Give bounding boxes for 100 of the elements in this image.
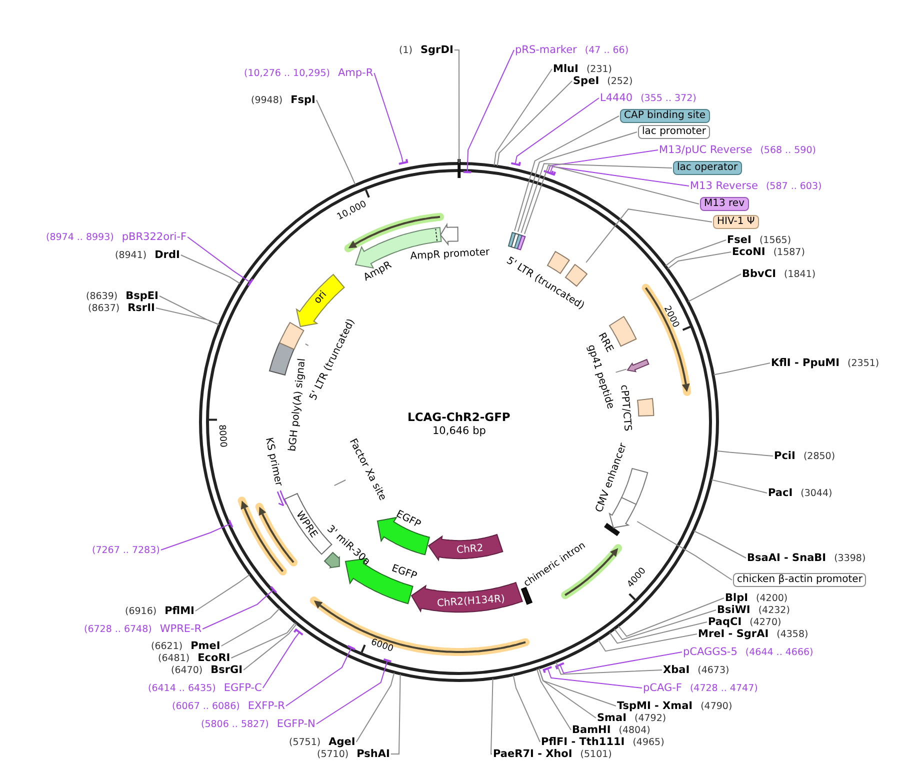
primer-label: L4440 (355 .. 372) xyxy=(600,92,696,104)
leader-line xyxy=(316,100,356,186)
leader-line xyxy=(711,479,768,494)
restriction-site-label: PciI (2850) xyxy=(774,450,836,462)
primer-label: (5806 .. 5827) EGFP-N xyxy=(201,718,316,730)
feature-label: bGH poly(A) signal xyxy=(287,358,309,452)
feature-label: KS primer xyxy=(262,436,284,487)
leader-line xyxy=(187,236,251,283)
feature-box xyxy=(268,341,296,377)
leader-line xyxy=(609,622,708,644)
leader-line xyxy=(202,589,274,630)
leader-line xyxy=(316,660,388,724)
restriction-site-label: (6621) PmeI xyxy=(151,640,220,652)
tick-label: 8000 xyxy=(216,424,228,448)
feature-label: EGFP xyxy=(394,508,422,531)
restriction-site-label: MreI - SgrAI (4358) xyxy=(698,628,808,640)
leader-line xyxy=(160,523,232,550)
leader-line xyxy=(536,668,572,730)
leader-line xyxy=(665,240,726,266)
leader-line xyxy=(636,521,732,580)
leader-line xyxy=(496,80,572,166)
restriction-site-label: PaeR7I - XhoI (5101) xyxy=(493,748,612,760)
restriction-site-label: BbvCI (1841) xyxy=(742,268,816,280)
restriction-site-label: PflFI - Tth111I (4965) xyxy=(541,736,664,748)
leader-line xyxy=(180,254,241,284)
leader-line xyxy=(550,166,690,186)
restriction-site-label: (5710) PshAI xyxy=(317,748,390,760)
leader-line xyxy=(466,50,514,173)
leader-line xyxy=(524,164,700,234)
feature-block: ChR2 xyxy=(426,533,504,562)
feature-tag: CAP binding site xyxy=(620,109,710,123)
leader-line xyxy=(517,132,638,232)
restriction-site-label: (5751) AgeI xyxy=(289,736,356,748)
restriction-site-label: (6916) PflMI xyxy=(125,605,194,617)
primer-label: M13 Reverse (587 .. 603) xyxy=(690,180,822,192)
leader-line xyxy=(716,450,774,456)
feature-tag: lac operator xyxy=(673,161,742,175)
tick-label: 2000 xyxy=(662,304,681,330)
restriction-site-label: PacI (3044) xyxy=(768,487,832,499)
feature-block xyxy=(438,222,460,246)
feature-tag: chicken β-actin promoter xyxy=(733,573,866,587)
feature-block: ChR2(H134R) xyxy=(410,580,524,614)
restriction-site-label: SmaI (4792) xyxy=(597,712,666,724)
primer-label: (6067 .. 6086) EXFP-R xyxy=(172,700,285,712)
restriction-site-label: EcoNI (1587) xyxy=(732,246,805,258)
feature-label: cPPT/CTS xyxy=(618,384,634,432)
leader-line xyxy=(490,678,494,754)
primer-label: (6728 .. 6748) WPRE-R xyxy=(84,623,202,635)
restriction-site-label: FseI (1565) xyxy=(727,234,792,246)
leader-line xyxy=(243,623,298,670)
primer-label: (10,276 .. 10,295) Amp-R xyxy=(244,67,374,79)
tick-label: 6000 xyxy=(370,638,395,655)
leader-line xyxy=(374,72,404,164)
leader-line xyxy=(159,296,220,326)
primer-label: pCAGGS-5 (4644 .. 4666) xyxy=(683,646,814,658)
primer-label: (6414 .. 6435) EGFP-C xyxy=(148,682,262,694)
feature-tag: M13 rev xyxy=(700,197,748,211)
feature-block: ori xyxy=(294,272,346,328)
primer-mark xyxy=(276,489,288,508)
leader-line xyxy=(356,672,395,742)
leader-line xyxy=(614,610,716,640)
leader-line xyxy=(538,668,596,718)
plasmid-size-label: 10,646 bp xyxy=(432,425,486,437)
restriction-site-label: BsiWI (4232) xyxy=(717,604,790,616)
restriction-site-label: MluI (231) xyxy=(553,63,612,75)
leader-line xyxy=(693,530,746,558)
leader-line xyxy=(556,662,662,675)
leader-line xyxy=(547,668,642,688)
leader-line xyxy=(512,674,540,742)
restriction-site-label: SpeI (252) xyxy=(573,75,633,87)
leader-line xyxy=(334,480,346,486)
feature-label: EGFP xyxy=(390,563,418,584)
leader-line xyxy=(586,208,712,263)
leader-line xyxy=(390,674,401,754)
feature-mark xyxy=(520,586,534,606)
feature-tag: HIV-1 Ψ xyxy=(713,215,759,229)
plasmid-title: LCAG-ChR2-GFP xyxy=(408,410,510,424)
feature-stripe xyxy=(516,234,527,252)
leader-line xyxy=(230,622,296,658)
primer-label: pCAG-F (4728 .. 4747) xyxy=(643,682,758,694)
restriction-site-label: TspMI - XmaI (4790) xyxy=(617,700,732,712)
leader-line xyxy=(713,362,770,376)
leader-line xyxy=(560,652,682,674)
feature-block xyxy=(626,358,651,374)
leader-line xyxy=(514,116,620,232)
leader-line xyxy=(618,598,724,637)
leader-line xyxy=(262,632,300,688)
feature-block xyxy=(608,496,638,530)
leader-line xyxy=(520,163,672,234)
restriction-site-label: (1) SgrDI xyxy=(399,44,454,56)
leader-line xyxy=(304,343,309,346)
leader-line xyxy=(688,274,742,302)
restriction-site-label: (6470) BsrGI xyxy=(171,664,243,676)
primer-label: M13/pUC Reverse (568 .. 590) xyxy=(659,144,816,156)
primer-label: (7267 .. 7283) xyxy=(92,544,160,556)
restriction-site-label: BamHI (4804) xyxy=(572,724,650,736)
leader-line xyxy=(615,368,627,373)
leader-line xyxy=(454,50,460,164)
leader-line xyxy=(667,252,732,270)
restriction-site-label: (8637) RsrII xyxy=(88,302,155,314)
